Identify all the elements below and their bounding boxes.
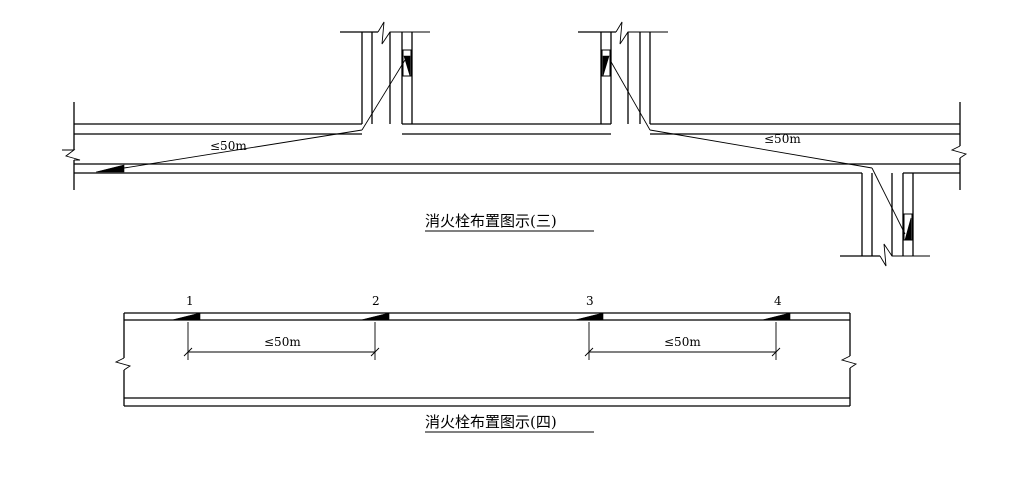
dimension-label-3-4: ≤50m xyxy=(664,335,701,349)
corridor-walls xyxy=(62,102,968,190)
caption-3: 消火栓布置图示(三) xyxy=(425,212,557,230)
branch-up-right xyxy=(578,21,668,124)
hydrants-4 xyxy=(171,312,791,321)
hydrant-icon xyxy=(95,164,125,173)
diagram-3: ≤50m ≤50m 消火栓布置图示(三) xyxy=(62,21,968,267)
hydrant-icon xyxy=(602,55,610,77)
dimension-lines-4 xyxy=(183,322,781,360)
hydrant-icon xyxy=(403,55,411,77)
caption-4: 消火栓布置图示(四) xyxy=(425,413,557,431)
corridor-4 xyxy=(114,312,858,407)
dimension-label-1-2: ≤50m xyxy=(264,335,301,349)
hydrant-number: 3 xyxy=(586,294,594,308)
hydrants-3 xyxy=(95,49,913,241)
hydrant-icon xyxy=(171,312,201,321)
diagram-4: 1 2 3 4 ≤50m ≤50m 消火栓布置图示(四) xyxy=(114,294,858,433)
hydrant-numbers: 1 2 3 4 xyxy=(186,294,782,308)
dimension-label-left: ≤50m xyxy=(210,139,247,153)
hydrant-icon xyxy=(360,312,390,321)
hydrant-number: 4 xyxy=(774,294,782,308)
hydrant-icon xyxy=(574,312,604,321)
branch-down xyxy=(840,173,930,267)
branch-up-left xyxy=(340,21,430,124)
hydrant-number: 1 xyxy=(186,294,194,308)
hydrant-icon xyxy=(904,217,912,241)
coverage-lines-3 xyxy=(123,59,906,235)
dimension-label-right: ≤50m xyxy=(764,132,801,146)
hydrant-icon xyxy=(761,312,791,321)
hydrant-number: 2 xyxy=(372,294,380,308)
